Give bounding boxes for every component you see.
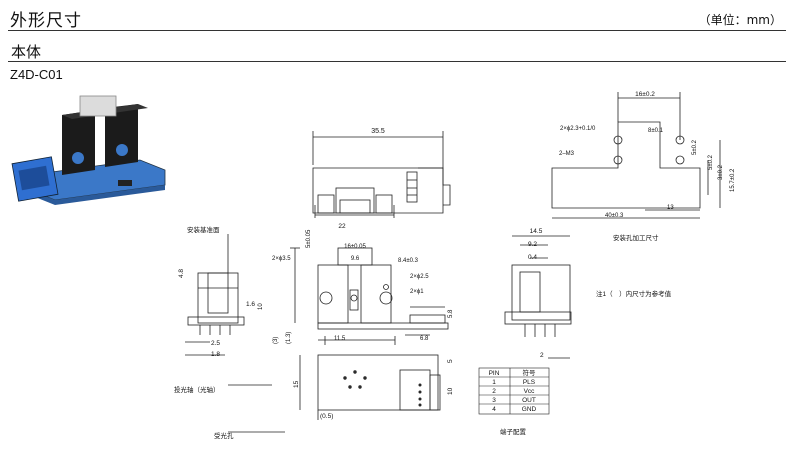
bottom-view-dims: 15 (0.5) 10 5 — [293, 359, 454, 420]
svg-text:符号: 符号 — [523, 368, 537, 377]
svg-text:10: 10 — [258, 303, 264, 310]
svg-text:5±0.2: 5±0.2 — [708, 154, 714, 170]
svg-text:10: 10 — [447, 387, 454, 395]
unit-label: （单位：mm） — [698, 13, 782, 27]
emit-axis-label: 投光轴（光轴） — [174, 385, 220, 394]
svg-text:1.6: 1.6 — [246, 301, 255, 308]
svg-text:2×ϕ2.3+0.1/0: 2×ϕ2.3+0.1/0 — [560, 126, 596, 132]
svg-text:OUT: OUT — [522, 397, 536, 404]
svg-text:2×ϕ1: 2×ϕ1 — [410, 289, 424, 295]
svg-text:11.5: 11.5 — [334, 336, 346, 342]
pin-table-caption: 端子配置 — [500, 427, 527, 436]
svg-text:5.8: 5.8 — [448, 309, 454, 318]
svg-text:15.7±0.2: 15.7±0.2 — [730, 168, 736, 192]
svg-text:5±0.2: 5±0.2 — [692, 139, 698, 155]
svg-text:9.6: 9.6 — [351, 256, 360, 262]
title-rule — [8, 30, 786, 31]
svg-text:9.2: 9.2 — [528, 241, 537, 248]
svg-text:1.8: 1.8 — [211, 351, 220, 358]
svg-text:3±0.2: 3±0.2 — [718, 164, 724, 180]
svg-text:2×ϕ3.5: 2×ϕ3.5 — [272, 256, 291, 262]
svg-text:3: 3 — [492, 397, 496, 404]
mounting-hole-dims: 16±0.2 2×ϕ2.3+0.1/0 8±0.1 5±0.2 2–M3 5±0… — [559, 91, 736, 219]
recv-hole-label: 受光孔 — [214, 431, 234, 440]
svg-text:(3): (3) — [273, 337, 279, 344]
svg-text:GND: GND — [522, 406, 537, 413]
svg-text:PLS: PLS — [523, 379, 536, 386]
svg-text:22: 22 — [338, 223, 346, 230]
left-profile-view — [185, 234, 285, 433]
page-title: 外形尺寸 — [10, 11, 82, 31]
svg-text:(0.5): (0.5) — [320, 413, 333, 420]
svg-text:0.4: 0.4 — [528, 254, 537, 261]
top-view — [312, 131, 451, 214]
svg-text:40±0.3: 40±0.3 — [605, 213, 624, 219]
front-view — [290, 205, 449, 345]
svg-text:6.8: 6.8 — [420, 336, 429, 342]
svg-text:16±0.05: 16±0.05 — [344, 244, 366, 250]
mounting-hole-view — [551, 92, 721, 219]
svg-text:(1.3): (1.3) — [286, 332, 292, 344]
svg-text:16±0.2: 16±0.2 — [635, 91, 655, 98]
svg-text:8±0.1: 8±0.1 — [648, 128, 664, 134]
svg-text:15: 15 — [293, 380, 300, 388]
svg-text:2: 2 — [492, 388, 496, 395]
front-view-dims: 22 2×ϕ3.5 5±0.05 16±0.05 9.6 8.4±0.3 2×ϕ… — [258, 223, 454, 344]
svg-text:8.4±0.3: 8.4±0.3 — [398, 258, 419, 264]
svg-text:13: 13 — [667, 205, 674, 211]
model-name: Z4D-C01 — [10, 67, 63, 82]
pin-table — [478, 367, 550, 415]
section-rule — [8, 61, 786, 62]
svg-text:1: 1 — [492, 379, 496, 386]
svg-text:5±0.05: 5±0.05 — [306, 229, 312, 248]
svg-text:2×ϕ2.5: 2×ϕ2.5 — [410, 274, 429, 280]
left-profile-dims: 4.8 2.5 1.8 1.6 — [178, 269, 255, 358]
reference-note: 注1（ ）内尺寸为参考值 — [596, 289, 672, 298]
svg-text:PIN: PIN — [489, 370, 500, 377]
svg-text:2.5: 2.5 — [211, 340, 220, 347]
svg-text:Vcc: Vcc — [524, 388, 536, 395]
svg-text:14.5: 14.5 — [530, 228, 543, 235]
top-width-dim: 35.5 — [371, 128, 385, 135]
side-view-dims: 14.5 9.2 0.4 2 — [528, 228, 544, 359]
mounting-caption: 安装孔加工尺寸 — [613, 233, 659, 242]
pin-table-text: PIN 符号 1 PLS 2 Vcc 3 OUT 4 GND — [489, 368, 537, 413]
svg-text:2–M3: 2–M3 — [559, 151, 575, 157]
section-title: 本体 — [11, 43, 42, 61]
side-view — [504, 235, 572, 359]
svg-text:2: 2 — [540, 352, 544, 359]
mount-ref-label: 安装基准面 — [187, 225, 220, 234]
bottom-view — [299, 354, 441, 420]
svg-text:4: 4 — [492, 406, 496, 413]
svg-text:4.8: 4.8 — [178, 269, 185, 278]
product-photo — [11, 95, 166, 205]
svg-text:5: 5 — [447, 359, 454, 363]
